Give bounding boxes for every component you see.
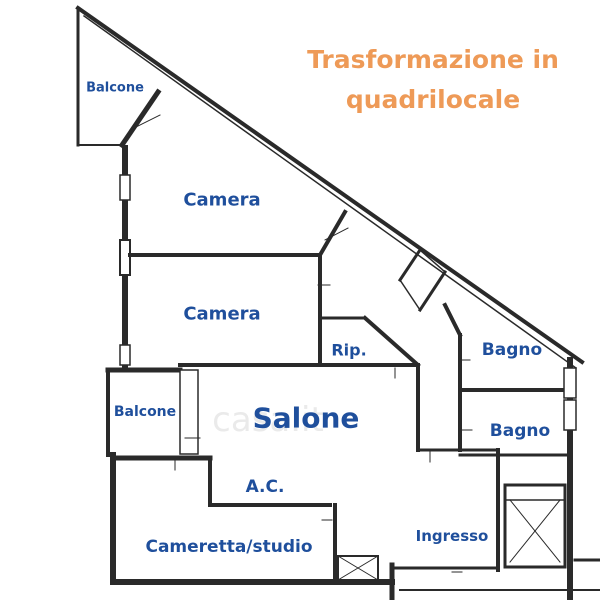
label-ac: A.C.: [245, 477, 285, 497]
diagonal-outer-wall-inner: [82, 14, 578, 370]
salone-window: [179, 369, 199, 455]
entrance-closet-x2: [337, 555, 379, 581]
wall-shaft-3: [398, 278, 422, 312]
wall-shaft-4: [418, 248, 447, 274]
wall-shaft-2: [417, 269, 448, 313]
bath-window-1: [563, 367, 577, 399]
wall-rip-diag: [362, 315, 421, 368]
label-camera-1: Camera: [183, 189, 261, 211]
bath-window-2: [563, 399, 577, 431]
wall-shaft-1: [397, 247, 423, 283]
plan-title-line-2: quadrilocale: [345, 85, 521, 114]
wall-corridor-diag: [442, 302, 463, 338]
door-arc-1: [129, 114, 161, 131]
label-bagno-2: Bagno: [489, 421, 551, 441]
door-arc-2: [324, 227, 349, 241]
wall-camera-divider-diag: [317, 209, 348, 258]
label-balcone-top: Balcone: [86, 80, 144, 96]
label-bagno-1: Bagno: [481, 340, 543, 360]
label-rip: Rip.: [331, 340, 367, 360]
watermark: casa.it: [212, 400, 324, 440]
left-wall-window-1: [119, 174, 131, 201]
diagonal-outer-wall: [75, 5, 585, 365]
lift-shaft: [503, 483, 567, 569]
label-ingresso: Ingresso: [415, 527, 489, 545]
balcony-rail: [118, 88, 162, 149]
label-cameretta: Cameretta/studio: [145, 537, 313, 557]
plan-title-line-1: Trasformazione in: [307, 45, 559, 74]
left-wall-pillar: [119, 239, 131, 276]
walls: [75, 5, 600, 600]
lift-shaft-x2: [509, 499, 561, 563]
label-salone: Salone: [252, 401, 360, 435]
plan-title: Trasformazione in quadrilocale: [268, 40, 598, 120]
label-camera-2: Camera: [183, 303, 261, 325]
left-wall-window-2: [119, 344, 131, 366]
label-balcone-left: Balcone: [113, 404, 177, 420]
